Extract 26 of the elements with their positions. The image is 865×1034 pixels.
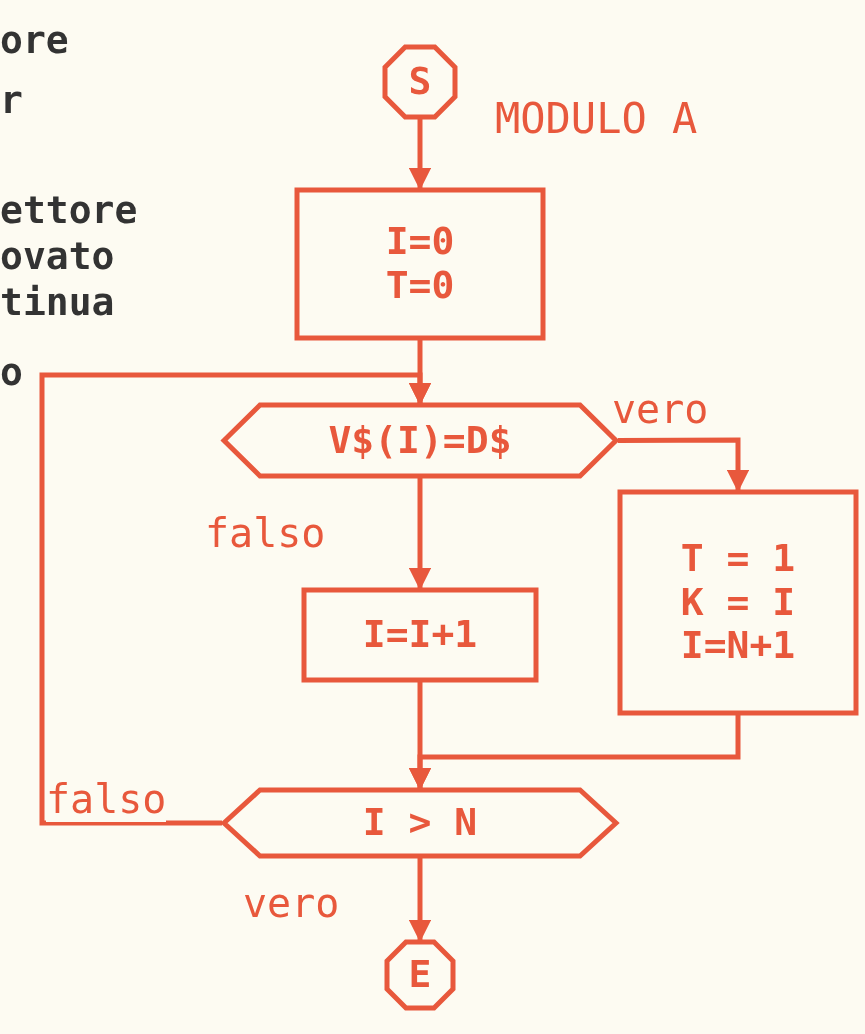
text-fragment: o [0, 350, 23, 394]
decision-hexagon [222, 788, 618, 858]
flow-arrow [39, 372, 432, 826]
node-text: V$(I)=D$ [328, 418, 512, 463]
flow-arrow [408, 119, 432, 191]
flow-arrow [408, 858, 432, 943]
node-text: I=0 T=0 [384, 220, 456, 308]
flow-arrow [408, 715, 741, 791]
text-fragment: ovato [0, 234, 115, 278]
process-box [618, 490, 858, 715]
terminal-octagon [385, 940, 455, 1010]
terminal-octagon [383, 45, 457, 119]
node-text: T = 1 K = I I=N+1 [679, 536, 797, 669]
flow-arrow [408, 478, 432, 591]
flow-arrow [618, 437, 750, 493]
text-fragment: r [0, 78, 23, 122]
text-fragment: ore [0, 18, 69, 62]
node-text: E [408, 953, 432, 997]
text-fragment: tinua [0, 280, 115, 324]
process-box [295, 188, 545, 340]
node-text: I=I+1 [362, 613, 478, 657]
process-box [302, 588, 538, 682]
module-title: MODULO A [495, 95, 698, 144]
node-text: I > N [362, 801, 478, 845]
node-text: S [408, 60, 432, 104]
text-fragment: ettore [0, 188, 138, 232]
